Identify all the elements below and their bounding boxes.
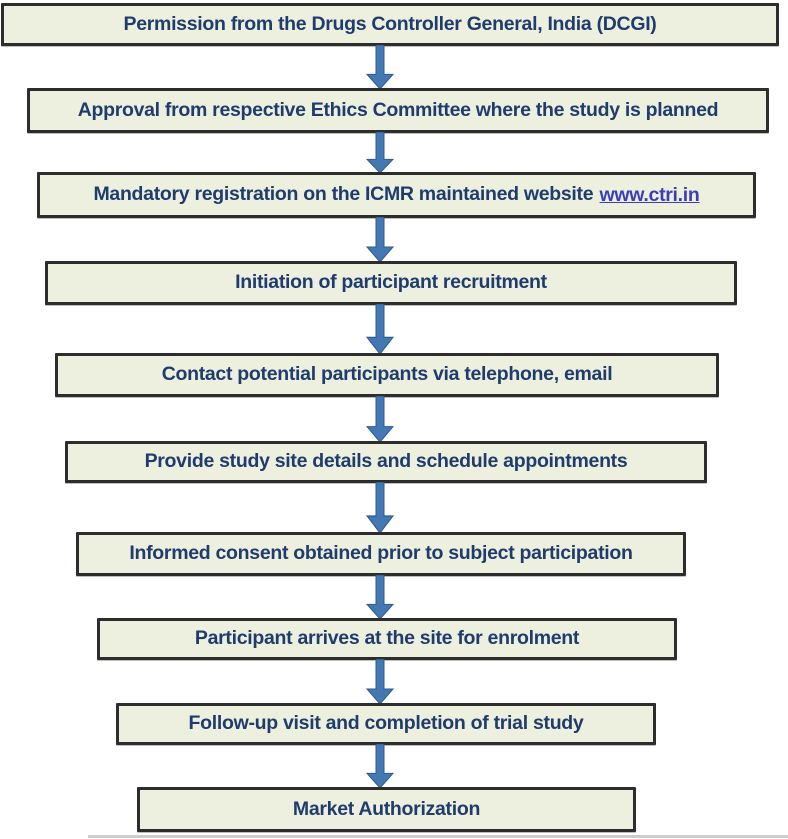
flow-step-label: Initiation of participant recruitment [235,271,547,294]
ctri-website-link[interactable]: www.ctri.in [599,183,700,206]
down-arrow-icon [366,396,394,442]
flow-step-followup-completion: Follow-up visit and completion of trial … [116,703,656,745]
flow-step-informed-consent: Informed consent obtained prior to subje… [76,532,686,576]
flow-step-site-details-appointments: Provide study site details and schedule … [65,441,707,483]
flow-step-participant-enrolment: Participant arrives at the site for enro… [97,618,677,660]
scan-artifact-line [88,835,788,838]
down-arrow-icon [366,575,394,619]
down-arrow-icon [366,482,394,533]
flow-step-recruitment-initiation: Initiation of participant recruitment [45,261,737,305]
down-arrow-icon [366,217,394,262]
flow-step-label: Informed consent obtained prior to subje… [129,542,633,565]
flow-step-permission-dcgi: Permission from the Drugs Controller Gen… [1,3,779,46]
flow-step-label: Market Authorization [292,797,481,820]
flow-step-label: Approval from respective Ethics Committe… [77,98,719,121]
flow-step-ctri-registration: Mandatory registration on the ICMR maint… [37,172,756,218]
down-arrow-icon [366,304,394,354]
flow-step-ethics-approval: Approval from respective Ethics Committe… [27,88,769,133]
down-arrow-icon [366,659,394,704]
down-arrow-icon [366,45,394,89]
flow-step-contact-participants: Contact potential participants via telep… [55,353,719,397]
flow-step-label: Participant arrives at the site for enro… [194,627,580,650]
flow-step-label: Mandatory registration on the ICMR maint… [93,183,594,206]
flow-step-market-authorization: Market Authorization [137,787,636,832]
flow-step-label: Provide study site details and schedule … [144,450,628,473]
flow-step-label: Follow-up visit and completion of trial … [188,712,584,735]
flow-step-label: Permission from the Drugs Controller Gen… [123,12,657,35]
down-arrow-icon [366,744,394,788]
flow-step-label: Contact potential participants via telep… [161,363,613,386]
down-arrow-icon [366,132,394,173]
